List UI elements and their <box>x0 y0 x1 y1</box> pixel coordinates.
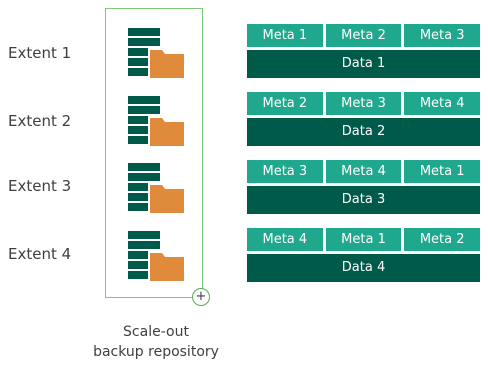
metadata-block: Meta 3 <box>404 24 481 47</box>
extent-label-1: Extent 1 <box>8 44 72 62</box>
repository-caption-line1: Scale-out <box>123 324 189 340</box>
metadata-block: Meta 4 <box>404 92 481 115</box>
metadata-block: Meta 3 <box>247 160 323 183</box>
metadata-block: Meta 1 <box>325 228 402 251</box>
metadata-row: Meta 2 Meta 3 Meta 4 <box>247 92 481 115</box>
extent-label-4: Extent 4 <box>8 245 72 263</box>
add-extent-plus-icon[interactable]: + <box>192 288 210 306</box>
data-group-3: Meta 3 Meta 4 Meta 1 Data 3 <box>247 160 481 217</box>
metadata-row: Meta 3 Meta 4 Meta 1 <box>247 160 481 183</box>
metadata-block: Meta 2 <box>404 228 481 251</box>
backup-repository-icon <box>128 28 184 78</box>
extent-label-2: Extent 2 <box>8 112 72 130</box>
metadata-block: Meta 3 <box>325 92 402 115</box>
metadata-row: Meta 1 Meta 2 Meta 3 <box>247 24 481 47</box>
metadata-block: Meta 1 <box>404 160 481 183</box>
data-group-4: Meta 4 Meta 1 Meta 2 Data 4 <box>247 228 481 285</box>
data-block: Data 3 <box>247 186 480 214</box>
metadata-block: Meta 1 <box>247 24 323 47</box>
backup-repository-icon <box>128 231 184 281</box>
data-block: Data 4 <box>247 254 480 282</box>
data-block: Data 2 <box>247 118 480 146</box>
data-block: Data 1 <box>247 50 480 78</box>
extent-label-3: Extent 3 <box>8 177 72 195</box>
data-group-2: Meta 2 Meta 3 Meta 4 Data 2 <box>247 92 481 149</box>
metadata-block: Meta 4 <box>325 160 402 183</box>
repository-caption-line2: backup repository <box>93 344 219 360</box>
metadata-row: Meta 4 Meta 1 Meta 2 <box>247 228 481 251</box>
metadata-block: Meta 2 <box>247 92 323 115</box>
data-group-1: Meta 1 Meta 2 Meta 3 Data 1 <box>247 24 481 81</box>
backup-repository-icon <box>128 96 184 146</box>
backup-repository-icon <box>128 163 184 213</box>
metadata-block: Meta 2 <box>325 24 402 47</box>
metadata-block: Meta 4 <box>247 228 323 251</box>
